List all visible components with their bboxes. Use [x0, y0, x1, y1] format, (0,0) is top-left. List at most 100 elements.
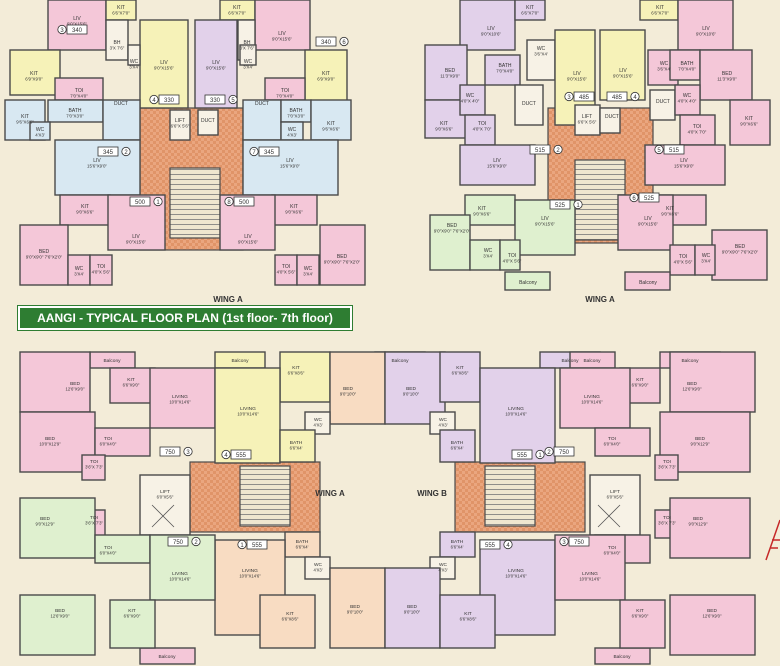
flat-area-box [663, 144, 685, 155]
room [197, 109, 219, 136]
flat-area-box [553, 446, 575, 457]
flat-area-box [479, 539, 501, 550]
staircase [239, 465, 291, 527]
room [599, 107, 621, 134]
room [504, 271, 551, 291]
room [499, 239, 521, 271]
room [296, 254, 320, 286]
flat-number-badge [183, 446, 193, 457]
flat-area-box [606, 91, 628, 102]
flat-number: 1 [156, 200, 160, 206]
flat-area: 525 [644, 196, 655, 202]
room [259, 594, 316, 649]
flat-number: 4 [506, 543, 510, 549]
room [711, 229, 768, 281]
flat-number: 5 [231, 98, 235, 104]
flat-area-box [66, 24, 88, 35]
room-label: DUCT [522, 101, 536, 107]
flat-number-badge [654, 144, 664, 155]
flat-area-box [158, 94, 180, 105]
room [89, 254, 113, 286]
room [310, 99, 352, 141]
flat-area-box [233, 196, 255, 207]
flat-number-badge [191, 536, 201, 547]
room [649, 89, 676, 121]
staircase [484, 465, 536, 527]
flat-area: 555 [236, 453, 247, 459]
stair-graphic [765, 519, 780, 561]
flat-number: 3 [567, 95, 571, 101]
room-label: DUCT [255, 101, 269, 107]
flat-number-badge [57, 24, 67, 35]
room [674, 84, 701, 116]
flat-area: 555 [485, 543, 496, 549]
flat-number: 6 [342, 40, 346, 46]
flat-area: 555 [517, 453, 528, 459]
flat-number-badge [553, 144, 563, 155]
room [617, 194, 674, 251]
room [139, 647, 196, 665]
room [19, 594, 96, 656]
room [594, 427, 651, 457]
flat-area: 345 [103, 150, 114, 156]
room-label: Balcony [583, 358, 601, 364]
flat-area: 750 [173, 540, 184, 546]
flat-number: 2 [124, 150, 128, 156]
room [514, 0, 546, 21]
room-label: Balcony [158, 654, 176, 660]
room [304, 411, 331, 435]
flat-area: 485 [579, 95, 590, 101]
lift-shaft-mark [151, 504, 175, 528]
room [239, 44, 257, 66]
flat-area-box [159, 446, 181, 457]
flat-area-box [511, 449, 533, 460]
flat-area-box [258, 146, 280, 157]
room [214, 367, 281, 464]
room [29, 121, 51, 141]
wing-label: WING B [417, 489, 447, 498]
flat-area: 340 [321, 40, 332, 46]
room [679, 114, 716, 146]
flat-area: 515 [535, 148, 546, 154]
room [514, 84, 544, 126]
room [694, 244, 716, 276]
room [554, 534, 626, 601]
flat-area-box [129, 196, 151, 207]
room-label: Balcony [391, 358, 409, 364]
